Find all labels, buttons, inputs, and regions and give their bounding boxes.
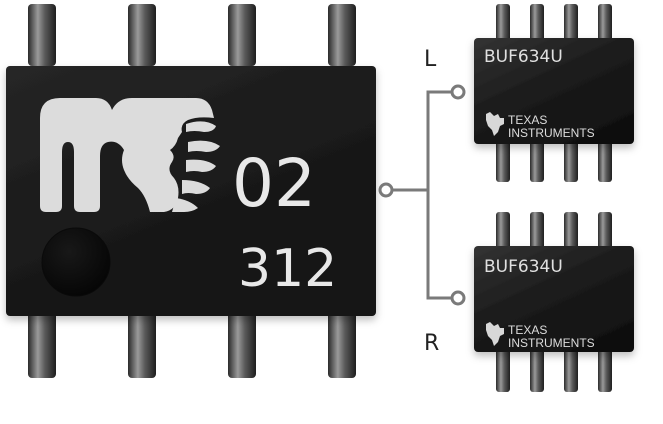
main-chip-bottom-pins — [28, 312, 356, 378]
buffer-chip-pin — [598, 4, 612, 42]
buffer-chip-pin — [564, 4, 578, 42]
main-chip-pin — [28, 4, 56, 66]
main-chip-top-pins — [28, 4, 356, 66]
buffer-chip-pin — [598, 212, 612, 250]
connector-lines — [378, 84, 466, 306]
buffer-chip-right: BUF634U TEXAS INSTRUMENTS — [474, 212, 634, 392]
connector-node-main — [378, 182, 394, 198]
main-chip: 02 312 — [6, 4, 376, 378]
ti-state-logo-icon — [486, 112, 504, 136]
buffer-chip-left: BUF634U TEXAS INSTRUMENTS — [474, 4, 634, 182]
buffer-chip-right-brand-line1: TEXAS — [508, 323, 547, 337]
buffer-chip-left-brand-line2: INSTRUMENTS — [508, 126, 595, 140]
buffer-chip-pin — [530, 348, 544, 392]
buffer-chip-pin — [564, 140, 578, 182]
connector-node-left — [450, 84, 466, 100]
buffer-chip-pin — [530, 4, 544, 42]
pin-one-indicator-dot — [41, 227, 111, 297]
buffer-chip-pin — [496, 4, 510, 42]
main-chip-pin — [328, 4, 356, 66]
buffer-chip-left-pins — [496, 4, 612, 182]
buffer-chip-right-pins — [496, 212, 612, 392]
buffer-chip-left-body — [474, 38, 634, 144]
buffer-chip-pin — [564, 348, 578, 392]
main-chip-pin — [228, 312, 256, 378]
channel-label-left: L — [424, 47, 437, 72]
buffer-chip-right-body — [474, 246, 634, 352]
main-chip-pin — [128, 312, 156, 378]
ti-state-logo-icon — [486, 322, 504, 346]
buffer-chip-pin — [496, 212, 510, 250]
main-chip-code-line1: 02 — [232, 145, 316, 222]
main-chip-pin — [28, 312, 56, 378]
buffer-chip-pin — [564, 212, 578, 250]
main-chip-code-line2: 312 — [238, 239, 337, 299]
connector-to-left — [392, 90, 452, 192]
connector-node-right — [450, 290, 466, 306]
main-chip-pin — [228, 4, 256, 66]
buffer-chip-pin — [530, 212, 544, 250]
buffer-chip-pin — [496, 348, 510, 392]
connector-to-right — [426, 190, 452, 300]
buffer-chip-pin — [530, 140, 544, 182]
buffer-chip-pin — [598, 140, 612, 182]
buffer-chip-right-part-number: BUF634U — [484, 257, 563, 277]
buffer-chip-left-part-number: BUF634U — [484, 47, 563, 67]
buffer-chip-pin — [496, 140, 510, 182]
buffer-chip-right-brand-line2: INSTRUMENTS — [508, 336, 595, 350]
buffer-chip-pin — [598, 348, 612, 392]
main-chip-pin — [128, 4, 156, 66]
main-chip-pin — [328, 312, 356, 378]
channel-label-right: R — [424, 331, 439, 356]
human-face-profile-logo-icon — [40, 98, 220, 212]
buffer-chip-left-brand-line1: TEXAS — [508, 113, 547, 127]
